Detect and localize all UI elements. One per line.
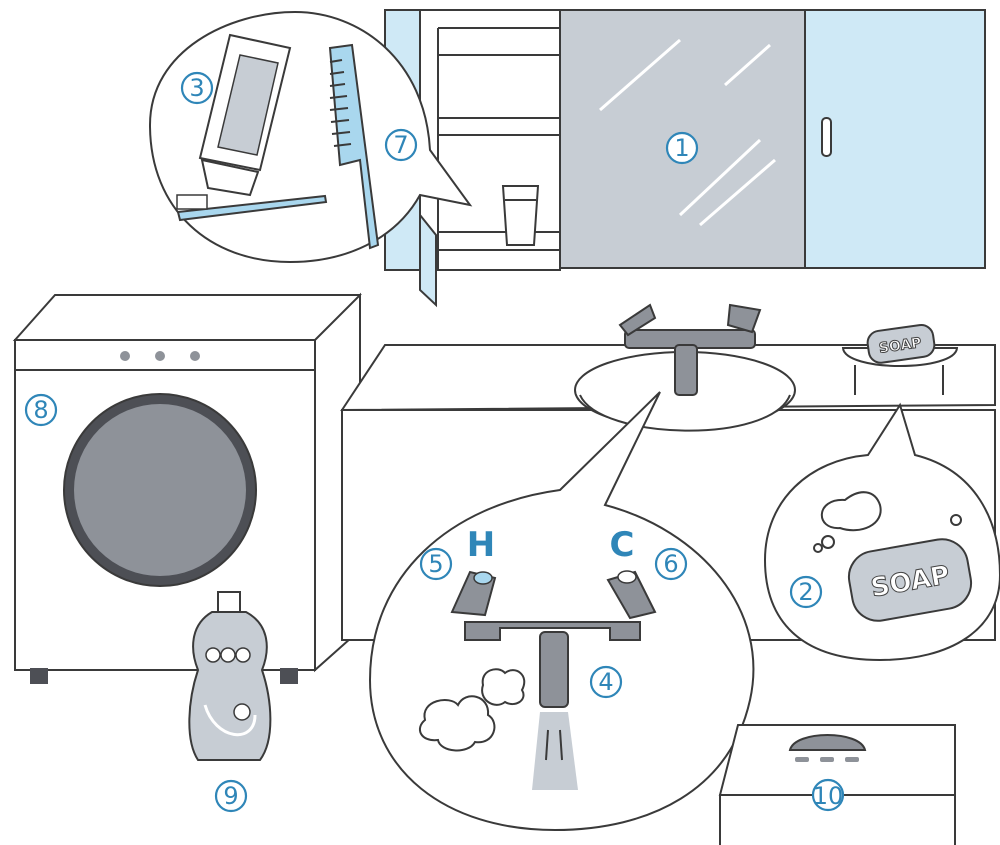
marker-5: 5 xyxy=(421,549,451,579)
marker-2-text: 2 xyxy=(798,578,813,606)
marker-9-text: 9 xyxy=(223,782,238,810)
marker-6: 6 xyxy=(656,549,686,579)
glass-cup xyxy=(503,186,538,245)
marker-4-text: 4 xyxy=(598,668,613,696)
marker-3: 3 xyxy=(182,73,212,103)
marker-10-text: 10 xyxy=(813,782,844,810)
washing-machine xyxy=(15,295,360,684)
marker-6-text: 6 xyxy=(663,550,678,578)
marker-9: 9 xyxy=(216,781,246,811)
marker-8-text: 8 xyxy=(33,396,48,424)
cold-label: C xyxy=(610,525,635,565)
marker-8: 8 xyxy=(26,395,56,425)
hot-label: H xyxy=(467,525,495,565)
marker-4: 4 xyxy=(591,667,621,697)
faucet-spout xyxy=(540,632,568,707)
marker-2: 2 xyxy=(791,577,821,607)
cabinet-handle xyxy=(822,118,831,156)
marker-1: 1 xyxy=(667,133,697,163)
marker-7: 7 xyxy=(386,130,416,160)
marker-1-text: 1 xyxy=(674,134,689,162)
marker-5-text: 5 xyxy=(428,550,443,578)
marker-7-text: 7 xyxy=(393,131,408,159)
marker-3-text: 3 xyxy=(189,74,204,102)
marker-10: 10 xyxy=(813,780,844,810)
